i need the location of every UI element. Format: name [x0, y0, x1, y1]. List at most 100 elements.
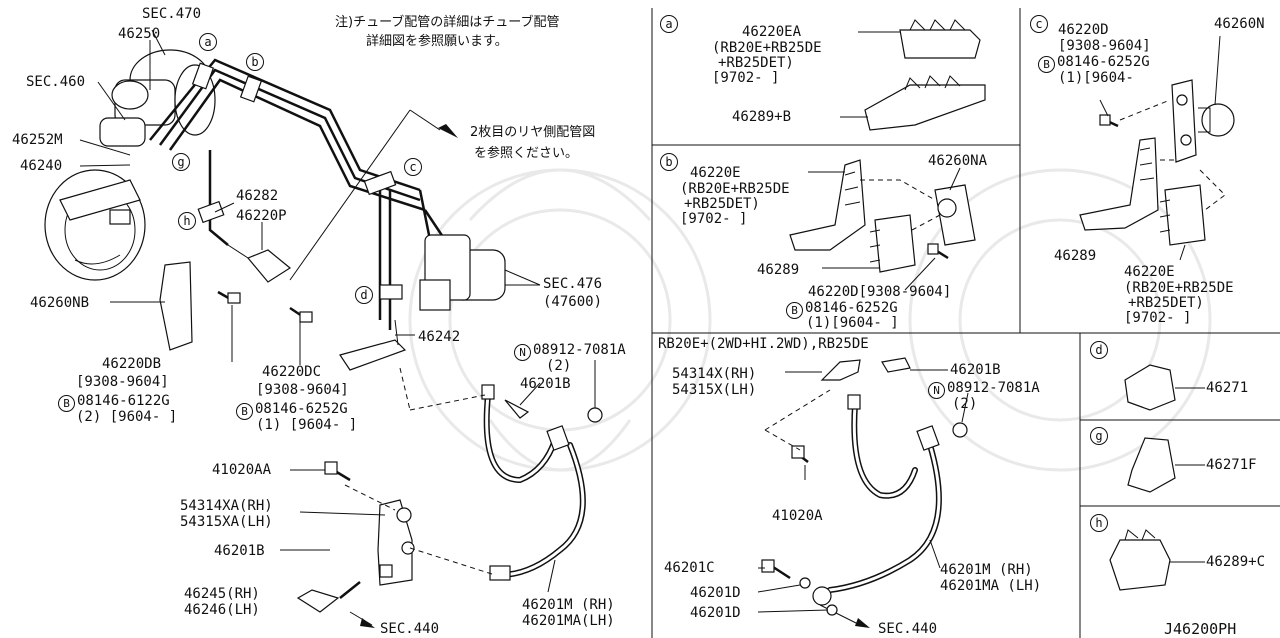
label-bolt-b-qty: (1)[9604- ] — [806, 315, 899, 331]
label-46220e-b-range: [9702- ] — [680, 211, 748, 227]
label-46220ea-range: [9702- ] — [712, 70, 780, 86]
diagram-code: J46200PH — [1164, 620, 1237, 638]
label-46220e-c[interactable]: 46220E — [1124, 264, 1175, 280]
label-41020a[interactable]: 41020A — [772, 508, 823, 524]
label-46220d-c[interactable]: 46220D — [1058, 22, 1109, 38]
label-46201ma[interactable]: 46201MA(LH) — [522, 613, 615, 629]
label-46220p[interactable]: 46220P — [236, 208, 287, 224]
label-46282[interactable]: 46282 — [236, 188, 279, 204]
label-46271f[interactable]: 46271F — [1206, 457, 1257, 473]
tube-clips — [191, 62, 403, 300]
panel-rb-header: RB20E+(2WD+HI.2WD),RB25DE — [658, 336, 869, 352]
label-sec476-sub: (47600) — [543, 294, 603, 310]
label-46220ea-model1: (RB20E+RB25DE — [712, 40, 822, 56]
label-46260na[interactable]: 46260NA — [928, 153, 988, 169]
label-46201m[interactable]: 46201M (RH) — [522, 597, 615, 613]
label-sec460[interactable]: SEC.460 — [26, 74, 86, 90]
panel-borders — [651, 8, 1280, 638]
label-sec470[interactable]: SEC.470 — [142, 6, 202, 22]
label-46201b-rb[interactable]: 46201B — [950, 362, 1001, 378]
label-46246[interactable]: 46246(LH) — [184, 602, 260, 618]
bolt-number: 08146-6252G — [255, 401, 348, 417]
label-46201ma-rb[interactable]: 46201MA (LH) — [940, 578, 1042, 594]
label-46289c[interactable]: 46289+C — [1206, 554, 1266, 570]
label-46201c[interactable]: 46201C — [664, 560, 715, 576]
label-46201d-2[interactable]: 46201D — [690, 605, 741, 621]
panel-b-clips — [789, 159, 976, 291]
label-54314xa[interactable]: 54314XA(RH) — [180, 498, 273, 514]
label-54315x[interactable]: 54315X(LH) — [672, 382, 757, 398]
label-46289b[interactable]: 46289+B — [732, 109, 792, 125]
panel-d-tag: d — [1090, 341, 1108, 359]
label-46289-b[interactable]: 46289 — [757, 262, 800, 278]
panel-dgh-clips — [1109, 364, 1205, 591]
arrows — [360, 124, 870, 628]
leader-lines-left — [79, 29, 596, 593]
label-46220e-b[interactable]: 46220E — [690, 165, 741, 181]
panel-b-tag: b — [660, 153, 678, 171]
front-hose-left — [481, 384, 603, 581]
label-46220d-b[interactable]: 46220D[9308-9604] — [808, 284, 952, 300]
detail-tag-c[interactable]: c — [404, 158, 422, 176]
label-46271[interactable]: 46271 — [1206, 380, 1249, 396]
label-54315xa[interactable]: 54315XA(LH) — [180, 514, 273, 530]
label-46242[interactable]: 46242 — [418, 329, 461, 345]
label-46201b[interactable]: 46201B — [520, 376, 571, 392]
label-46252m[interactable]: 46252M — [12, 132, 63, 148]
label-46245[interactable]: 46245(RH) — [184, 586, 260, 602]
detail-tag-a[interactable]: a — [199, 33, 217, 51]
bolts — [217, 290, 351, 482]
b-circle-icon: B — [1038, 56, 1055, 73]
label-54314x[interactable]: 54314X(RH) — [672, 366, 757, 382]
label-bolt-08146-6122g-qty: (2) [9604- ] — [76, 409, 178, 425]
bolt-number: 08146-6252G — [805, 300, 898, 316]
label-46220ea[interactable]: 46220EA — [742, 24, 802, 40]
label-46201d-1[interactable]: 46201D — [690, 585, 741, 601]
bracket-46260nb — [159, 261, 193, 351]
label-sec440[interactable]: SEC.440 — [380, 621, 440, 637]
detail-tag-h[interactable]: h — [178, 212, 196, 230]
nut-number: 08912-7081A — [533, 342, 626, 358]
panel-c-tag: c — [1030, 15, 1048, 33]
detail-tag-g[interactable]: g — [172, 153, 190, 171]
label-46220e-b-model1: (RB20E+RB25DE — [680, 181, 790, 197]
label-46220ea-model2: +RB25DET) — [718, 55, 794, 71]
label-sec476[interactable]: SEC.476 — [543, 276, 603, 292]
label-bolt-c-qty: (1)[9604- — [1058, 70, 1134, 86]
label-nut-rb-qty: (2) — [952, 396, 978, 412]
dashed-leaders-left — [344, 367, 496, 576]
label-46260n[interactable]: 46260N — [1214, 16, 1265, 32]
b-circle-icon: B — [236, 403, 253, 420]
detail-tag-d[interactable]: d — [355, 286, 373, 304]
label-46220db[interactable]: 46220DB — [102, 356, 162, 372]
rear-note-line-2: を参照ください。 — [474, 146, 579, 161]
label-46220dc[interactable]: 46220DC — [262, 364, 322, 380]
bracket-46242 — [339, 319, 407, 371]
panel-g-tag: g — [1090, 427, 1108, 445]
label-46220db-range: [9308-9604] — [76, 374, 169, 390]
bolt-number: 08146-6122G — [77, 393, 170, 409]
b-circle-icon: B — [58, 395, 75, 412]
label-46220e-c-model2: +RB25DET) — [1128, 295, 1204, 311]
label-nut-qty: (2) — [546, 358, 572, 374]
label-41020aa[interactable]: 41020AA — [212, 462, 272, 478]
label-46260nb[interactable]: 46260NB — [30, 295, 90, 311]
label-46201b-2[interactable]: 46201B — [214, 543, 265, 559]
label-46240[interactable]: 46240 — [20, 158, 63, 174]
label-46201m-rb[interactable]: 46201M (RH) — [940, 562, 1033, 578]
label-46250[interactable]: 46250 — [118, 26, 161, 42]
label-46289-c[interactable]: 46289 — [1054, 248, 1097, 264]
label-46220dc-range: [9308-9604] — [256, 382, 349, 398]
rear-note-line-1: 2枚目のリヤ側配管図 — [470, 125, 596, 140]
caliper-bracket — [296, 499, 415, 626]
label-sec440-rb[interactable]: SEC.440 — [878, 621, 938, 637]
panel-a-clips — [840, 19, 986, 131]
detail-tag-b[interactable]: b — [246, 53, 264, 71]
